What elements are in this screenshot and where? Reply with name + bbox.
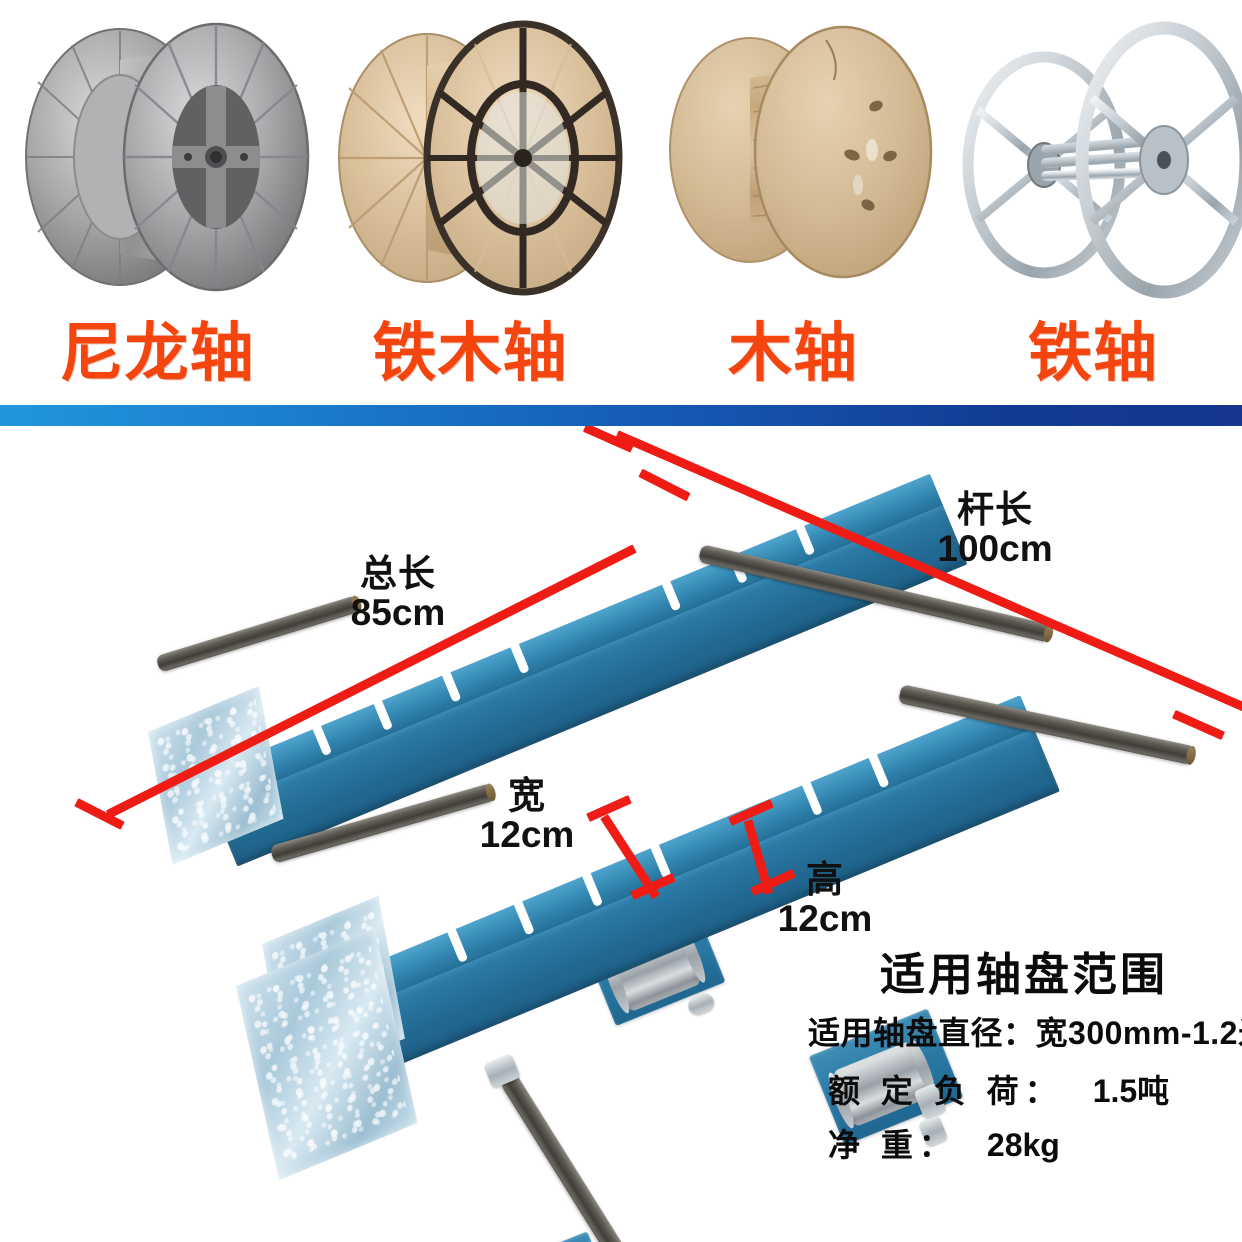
- dimension-label-height: 高 12cm: [777, 859, 873, 940]
- dimension-label-rod-length: 杆长 100cm: [937, 489, 1053, 570]
- reel-label-nylon: 尼龙轴: [59, 317, 255, 389]
- reel-types-strip: 尼龙轴 铁木轴 木轴 铁轴: [0, 0, 1242, 405]
- reel-photo-iron-wood: [315, 0, 625, 310]
- spec-row-diameter: 适用轴盘直径：宽300mm-1.2米: [808, 1008, 1242, 1054]
- reel-label-iron-wood: 铁木轴: [372, 317, 568, 389]
- reel-label-wood: 木轴: [728, 317, 858, 389]
- cable-reel-stand-diagram: 总长 85cm 杆长 100cm 宽 12cm 高 12cm 适用轴盘范围 适用…: [0, 426, 1242, 1242]
- reel-label-iron: 铁轴: [1028, 317, 1158, 389]
- spec-row-load-key: 额 定 负 荷：: [828, 1073, 1063, 1109]
- spec-row-load-value: 1.5吨: [1092, 1073, 1170, 1109]
- iron-wood-reel-icon: [338, 20, 623, 296]
- spec-title: 适用轴盘范围: [880, 949, 1169, 1000]
- reel-photo-wood: [638, 0, 948, 310]
- reel-photo-iron: [938, 0, 1242, 310]
- steel-rod-front-bottom: [499, 1073, 638, 1242]
- dimension-label-total-length: 总长 85cm: [350, 553, 446, 634]
- nylon-steel-reel-icon: [25, 22, 310, 292]
- wooden-reel-icon: [669, 25, 933, 279]
- spec-row-diameter-key: 适用轴盘直径：: [808, 1015, 1036, 1051]
- spec-row-diameter-value: 宽300mm-1.2米: [1035, 1015, 1242, 1051]
- dimension-label-width: 宽 12cm: [479, 775, 575, 856]
- iron-spoked-reel-icon: [962, 21, 1242, 299]
- frame-foot-front-bottom: [236, 871, 568, 1234]
- specification-block: 适用轴盘范围 适用轴盘直径：宽300mm-1.2米 额 定 负 荷： 1.5吨 净…: [800, 938, 1242, 1188]
- reel-label-row: 尼龙轴 铁木轴 木轴 铁轴: [0, 308, 1242, 405]
- reel-photo-nylon: [2, 0, 312, 310]
- spec-row-weight: 净 重： 28kg: [828, 1120, 1060, 1166]
- section-divider-bar: [0, 405, 1242, 426]
- spec-row-weight-value: 28kg: [986, 1127, 1060, 1163]
- spec-row-weight-key: 净 重：: [828, 1127, 957, 1163]
- spec-row-load: 额 定 负 荷： 1.5吨: [828, 1066, 1169, 1112]
